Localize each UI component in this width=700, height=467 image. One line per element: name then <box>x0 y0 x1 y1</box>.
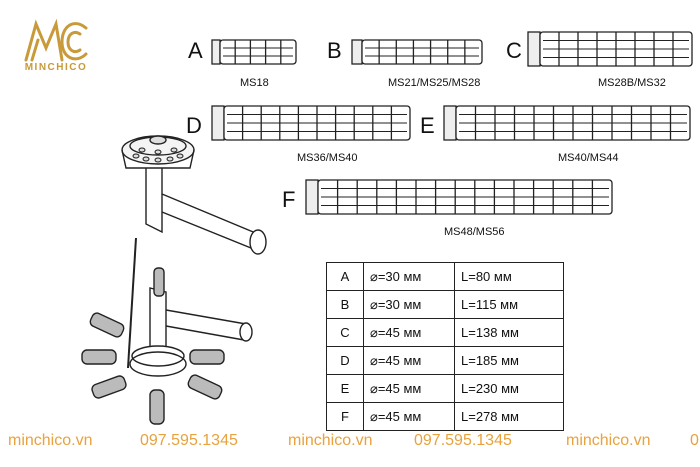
filter-b-drawing <box>351 39 483 65</box>
table-row: A ⌀=30 мм L=80 мм <box>326 262 564 291</box>
footer-phone: 0 <box>690 432 699 449</box>
footer-website: minchico.vn <box>8 432 93 449</box>
minchico-logo <box>24 18 88 62</box>
filter-letter-d: D <box>186 113 202 138</box>
diameter-cell: ⌀=45 мм <box>363 318 455 347</box>
diameter-cell: ⌀=45 мм <box>363 374 455 403</box>
table-row: B ⌀=30 мм L=115 мм <box>326 290 564 319</box>
type-cell: D <box>326 346 364 375</box>
filter-caption-f: MS48/MS56 <box>444 226 505 238</box>
table-row: E ⌀=45 мм L=230 мм <box>326 374 564 403</box>
table-row: C ⌀=45 мм L=138 мм <box>326 318 564 347</box>
filter-letter-f: F <box>282 187 296 212</box>
diameter-cell: ⌀=30 мм <box>363 262 455 291</box>
filter-caption-e: MS40/MS44 <box>558 152 619 164</box>
length-cell: L=138 мм <box>454 318 564 347</box>
length-cell: L=185 мм <box>454 346 564 375</box>
filter-assembly-drawing <box>81 135 267 425</box>
type-cell: E <box>326 374 364 403</box>
footer-phone: 097.595.1345 <box>414 432 512 449</box>
length-cell: L=115 мм <box>454 290 564 319</box>
filter-caption-c: MS28B/MS32 <box>598 77 666 89</box>
filter-caption-d: MS36/MS40 <box>297 152 358 164</box>
footer-phone: 097.595.1345 <box>140 432 238 449</box>
filter-e-drawing <box>443 105 691 141</box>
table-row: D ⌀=45 мм L=185 мм <box>326 346 564 375</box>
type-cell: F <box>326 402 364 431</box>
filter-letter-b: B <box>327 38 342 63</box>
filter-caption-a: MS18 <box>240 77 269 89</box>
spec-table: A ⌀=30 мм L=80 мм B ⌀=30 мм L=115 мм C ⌀… <box>326 262 564 431</box>
filter-letter-c: C <box>506 38 522 63</box>
type-cell: B <box>326 290 364 319</box>
table-row: F ⌀=45 мм L=278 мм <box>326 402 564 431</box>
diameter-cell: ⌀=45 мм <box>363 346 455 375</box>
filter-letter-e: E <box>420 113 435 138</box>
type-cell: C <box>326 318 364 347</box>
footer-website: minchico.vn <box>288 432 373 449</box>
length-cell: L=80 мм <box>454 262 564 291</box>
type-cell: A <box>326 262 364 291</box>
footer-website: minchico.vn <box>566 432 651 449</box>
diameter-cell: ⌀=30 мм <box>363 290 455 319</box>
filter-caption-b: MS21/MS25/MS28 <box>388 77 481 89</box>
diameter-cell: ⌀=45 мм <box>363 402 455 431</box>
brand-name: MINCHICO <box>24 62 88 73</box>
footer-contact-strip: minchico.vn 097.595.1345 minchico.vn 097… <box>0 430 700 456</box>
filter-a-drawing <box>211 39 297 65</box>
length-cell: L=230 мм <box>454 374 564 403</box>
filter-f-drawing <box>305 179 613 215</box>
length-cell: L=278 мм <box>454 402 564 431</box>
filter-d-drawing <box>211 105 411 141</box>
filter-letter-a: A <box>188 38 203 63</box>
filter-c-drawing <box>527 31 693 67</box>
